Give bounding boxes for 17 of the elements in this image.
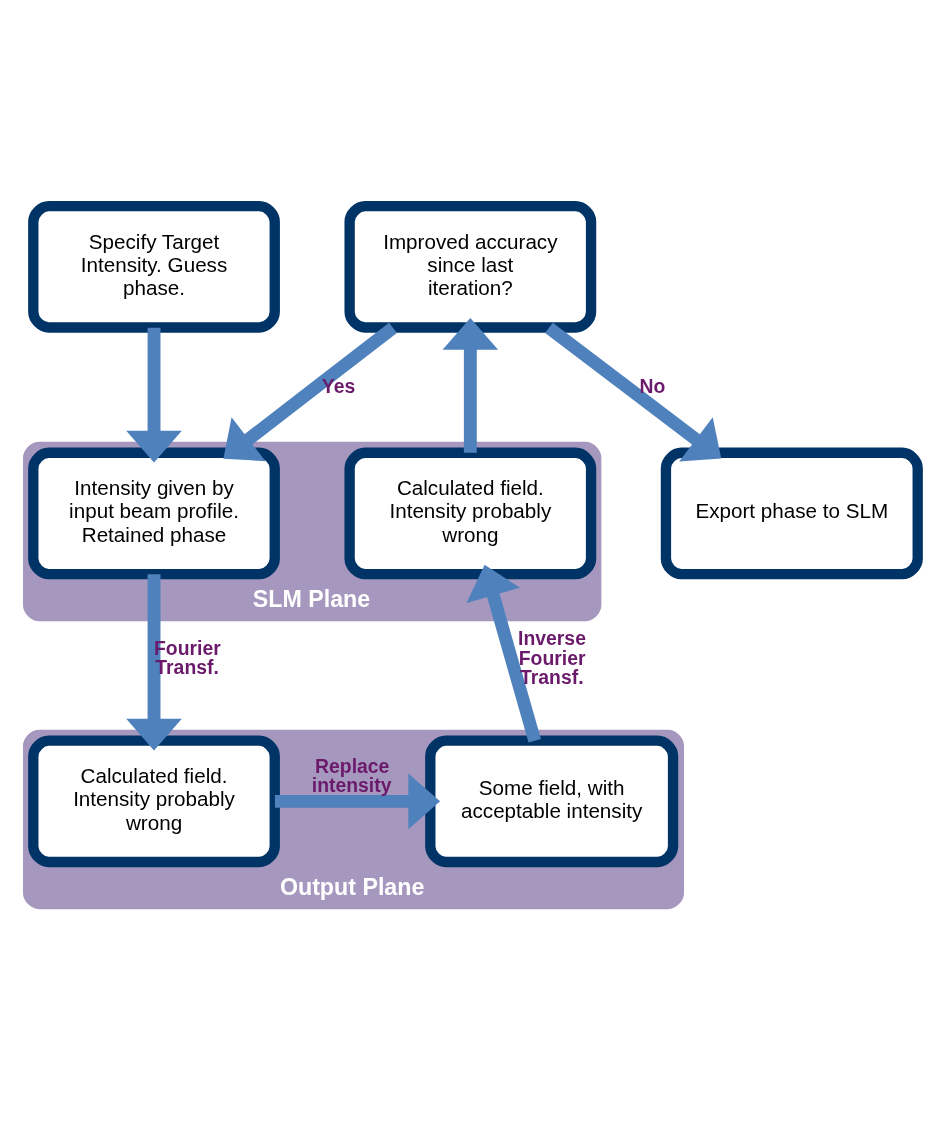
arrow [126,327,182,462]
node-box: Some field, with acceptable intensity [425,735,679,867]
arrow [223,322,397,461]
edge-label: Yes [321,374,356,397]
node-box: Calculated field. Intensity probably wrong [28,735,280,867]
node-box: Specify Target Intensity. Guess phase. [28,200,280,333]
arrow [442,317,499,453]
node-box: Intensity given by input beam profile. Retained phase [28,447,280,579]
edge-label: No [639,374,666,397]
arrow [126,573,182,750]
edge-label: Replace intensity [311,754,392,796]
node-box: Export phase to SLM [660,447,923,579]
arrow [545,322,722,461]
node-box: Calculated field. Intensity probably wrong [344,447,597,579]
arrow [274,773,441,829]
node-box: Improved accuracy since last iteration? [344,200,597,333]
arrow [466,564,541,742]
